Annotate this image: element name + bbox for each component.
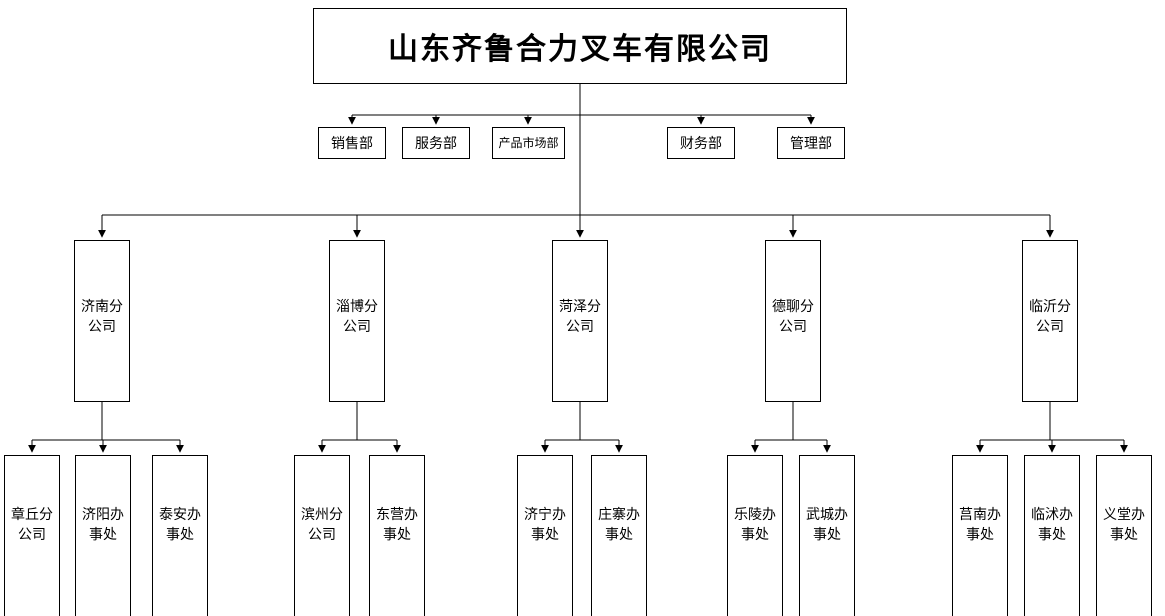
office-jiyang: 济阳办事处	[75, 455, 131, 616]
office-yitang: 义堂办事处	[1096, 455, 1152, 616]
office-leling: 乐陵办事处	[727, 455, 783, 616]
dept-admin: 管理部	[777, 127, 845, 159]
dept-finance: 财务部	[667, 127, 735, 159]
branch-jinan: 济南分公司	[74, 240, 130, 402]
office-taian: 泰安办事处	[152, 455, 208, 616]
branch-zibo: 淄博分公司	[329, 240, 385, 402]
dept-service: 服务部	[402, 127, 470, 159]
dept-sales: 销售部	[318, 127, 386, 159]
office-linshu: 临沭办事处	[1024, 455, 1080, 616]
dept-product-market: 产品市场部	[492, 127, 565, 159]
branch-linyi: 临沂分公司	[1022, 240, 1078, 402]
office-dongying: 东营办事处	[369, 455, 425, 616]
office-zhuangzhai: 庄寨办事处	[591, 455, 647, 616]
org-node-root: 山东齐鲁合力叉车有限公司	[313, 8, 847, 84]
office-wucheng: 武城办事处	[799, 455, 855, 616]
office-binzhou: 滨州分公司	[294, 455, 350, 616]
office-junan: 莒南办事处	[952, 455, 1008, 616]
office-jining: 济宁办事处	[517, 455, 573, 616]
branch-deliao: 德聊分公司	[765, 240, 821, 402]
branch-heze: 菏泽分公司	[552, 240, 608, 402]
office-zhangqiu: 章丘分公司	[4, 455, 60, 616]
